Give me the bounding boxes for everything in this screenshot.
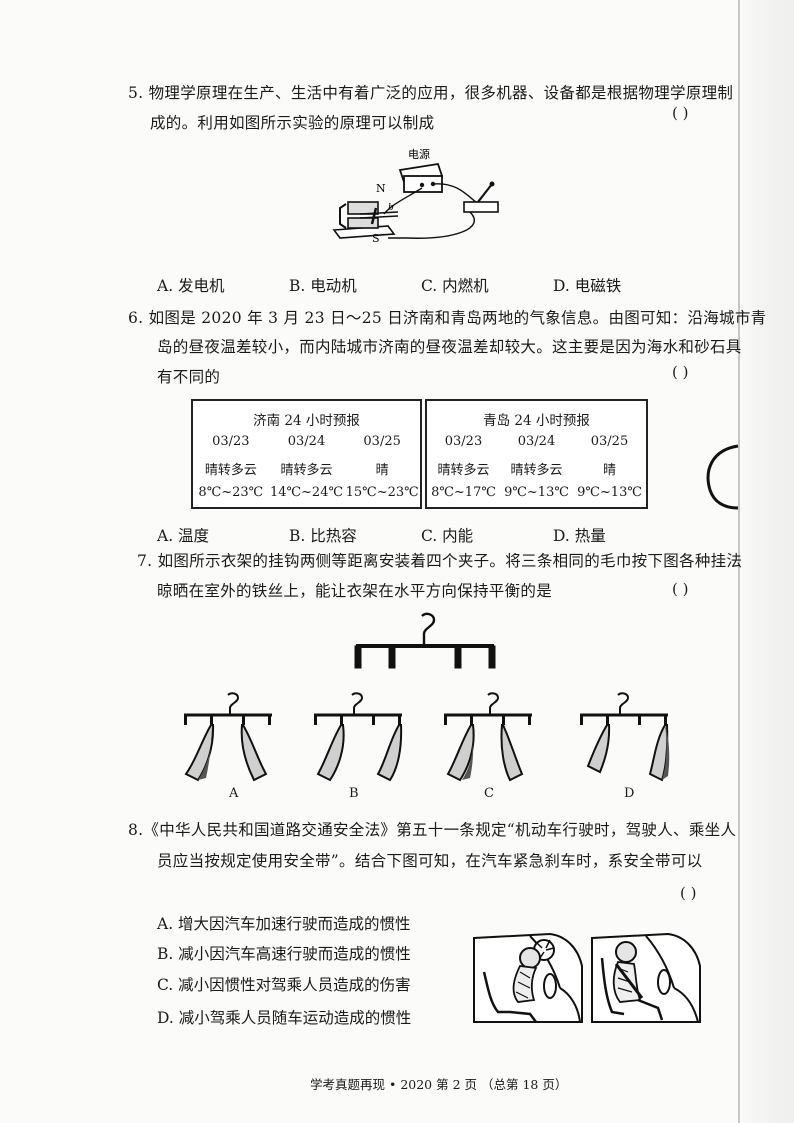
q5-option-d: D. 电磁铁	[553, 277, 622, 295]
q5-option-b: B. 电动机	[289, 277, 357, 295]
q7-line2: 晾晒在室外的铁丝上，能让衣架在水平方向保持平衡的是	[157, 582, 553, 600]
qingdao-weather-3: 晴	[602, 463, 616, 478]
qingdao-weather-1: 晴转多云	[437, 463, 490, 478]
jinan-date-1: 03/23	[212, 434, 250, 449]
q6-line1: 6. 如图是 2020 年 3 月 23 日～25 日济南和青岛两地的气象信息。…	[128, 309, 767, 327]
q6-option-b: B. 比热容	[289, 527, 357, 545]
knife-switch	[463, 181, 499, 213]
q5-option-c: C. 内燃机	[421, 277, 489, 295]
scan-edge-line	[738, 0, 740, 1123]
label-s: S	[372, 232, 380, 245]
hanger-main-figure	[354, 612, 496, 669]
qingdao-weather: 晴转多云 晴转多云 晴	[427, 459, 646, 478]
label-b: b	[388, 203, 394, 213]
q8-line1: 8.《中华人民共和国道路交通安全法》第五十一条规定“机动车行驶时，驾驶人、乘坐人	[128, 821, 737, 839]
hanger-option-b	[314, 692, 403, 782]
hanger-option-c	[444, 692, 532, 782]
qingdao-forecast-title: 青岛 24 小时预报	[483, 413, 590, 429]
qingdao-date-3: 03/25	[590, 434, 629, 449]
jinan-forecast-box: 济南 24 小时预报 03/23 03/24 03/25 晴转多云 晴转多云 晴…	[191, 399, 422, 509]
jinan-date-2: 03/24	[287, 434, 326, 449]
hanger-label-b: B	[349, 786, 359, 801]
jinan-temp-2: 14℃~24℃	[269, 485, 344, 500]
q8-answer-paren: ( )	[680, 884, 697, 902]
q8-line2: 员应当按规定使用安全带”。结合下图可知，在汽车紧急刹车时，系安全带可以	[157, 852, 703, 870]
qingdao-temp-2: 9℃~13℃	[504, 485, 569, 500]
q7-answer-paren: ( )	[672, 580, 689, 598]
q6-option-a: A. 温度	[157, 527, 210, 545]
q6-option-c: C. 内能	[421, 527, 474, 545]
qingdao-temp-3: 9℃~13℃	[577, 485, 642, 500]
label-power: 电源	[408, 147, 430, 161]
q6-line3: 有不同的	[157, 368, 221, 386]
qingdao-date-1: 03/23	[444, 434, 483, 449]
qingdao-temp-1: 8℃~17℃	[431, 485, 496, 500]
q6-answer-paren: ( )	[672, 363, 689, 381]
jinan-weather: 晴转多云 晴转多云 晴	[193, 459, 420, 478]
qingdao-temps: 8℃~17℃ 9℃~13℃ 9℃~13℃	[427, 485, 646, 500]
q5-answer-paren: ( )	[672, 104, 689, 122]
jinan-temp-3: 15℃~23℃	[345, 485, 419, 500]
page-footer: 学考真题再现 • 2020 第 2 页 （总第 18 页）	[310, 1077, 568, 1092]
qingdao-weather-2: 晴转多云	[510, 463, 563, 478]
jinan-dates: 03/23 03/24 03/25	[193, 434, 420, 449]
horseshoe-magnet	[332, 201, 399, 239]
qingdao-forecast-box: 青岛 24 小时预报 03/23 03/24 03/25 晴转多云 晴转多云 晴…	[425, 399, 648, 509]
hanger-label-a: A	[229, 786, 239, 801]
q7-line1: 7. 如图所示衣架的挂钩两侧等距离安装着四个夹子。将三条相同的毛巾按下图各种挂法	[137, 552, 743, 570]
scan-edge-shadow	[736, 0, 794, 1123]
q8-option-a: A. 增大因汽车加速行驶而造成的惯性	[157, 915, 411, 933]
jinan-temp-1: 8℃~23℃	[198, 485, 264, 500]
car-crash-seatbelt-figure	[591, 932, 701, 1023]
jinan-weather-1: 晴转多云	[204, 463, 257, 478]
hanger-label-c: C	[484, 786, 495, 801]
qingdao-dates: 03/23 03/24 03/25	[427, 434, 646, 449]
label-n: N	[376, 182, 386, 195]
q5-option-a: A. 发电机	[157, 277, 225, 295]
hanger-option-d	[580, 692, 670, 782]
q6-option-d: D. 热量	[553, 527, 606, 545]
scan-artifact-hook	[706, 444, 739, 510]
jinan-weather-3: 晴	[375, 463, 389, 478]
hanger-option-a	[184, 692, 272, 782]
q5-line2: 成的。利用如图所示实验的原理可以制成	[150, 114, 435, 132]
jinan-temps: 8℃~23℃ 14℃~24℃ 15℃~23℃	[193, 485, 420, 500]
motor-experiment-figure: N S b 电源	[332, 147, 499, 245]
hanger-label-d: D	[624, 786, 635, 801]
car-crash-no-seatbelt-figure	[473, 932, 583, 1023]
jinan-weather-2: 晴转多云	[280, 463, 333, 478]
q5-line1: 5. 物理学原理在生产、生活中有着广泛的应用，很多机器、设备都是根据物理学原理制	[128, 84, 734, 102]
q8-option-d: D. 减小驾乘人员随车运动造成的惯性	[157, 1009, 412, 1027]
q8-option-b: B. 减小因汽车高速行驶而造成的惯性	[157, 945, 411, 963]
jinan-date-3: 03/25	[363, 434, 401, 449]
q8-option-c: C. 减小因惯性对驾乘人员造成的伤害	[157, 976, 411, 994]
qingdao-date-2: 03/24	[517, 434, 556, 449]
q6-line2: 岛的昼夜温差较小，而内陆城市济南的昼夜温差却较大。这主要是因为海水和砂石具	[157, 338, 742, 356]
jinan-forecast-title: 济南 24 小时预报	[253, 413, 360, 429]
